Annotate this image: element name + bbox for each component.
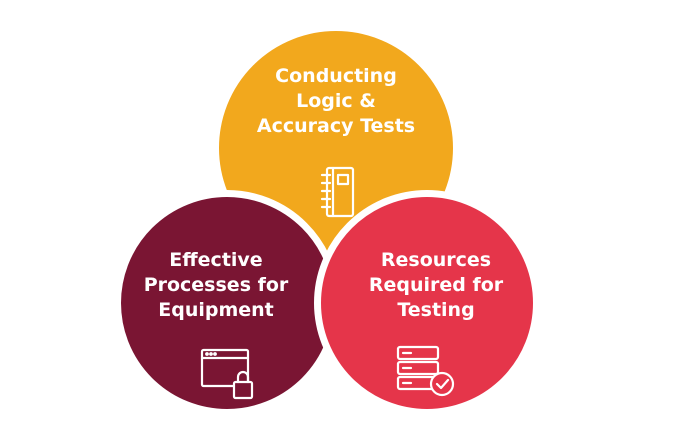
label-line: Accuracy Tests (256, 115, 416, 137)
database-check-icon (396, 344, 458, 404)
label-line: Equipment (158, 299, 274, 321)
label-line: Processes for (143, 274, 289, 296)
circle-effective-processes (114, 190, 340, 416)
label-line: Logic & (296, 90, 376, 112)
label-line: Required for (368, 274, 504, 296)
label-line: Effective (169, 249, 263, 271)
notebook-icon (318, 166, 356, 222)
label-resources-required: Resources Required for Testing (336, 248, 536, 323)
circle-resources-required (314, 190, 540, 416)
browser-window-lock-icon (200, 346, 256, 406)
label-line: Resources (380, 249, 492, 271)
label-logic-accuracy-tests: Conducting Logic & Accuracy Tests (236, 64, 436, 139)
label-effective-processes: Effective Processes for Equipment (116, 248, 316, 323)
label-line: Testing (397, 299, 475, 321)
label-line: Conducting (275, 65, 397, 87)
